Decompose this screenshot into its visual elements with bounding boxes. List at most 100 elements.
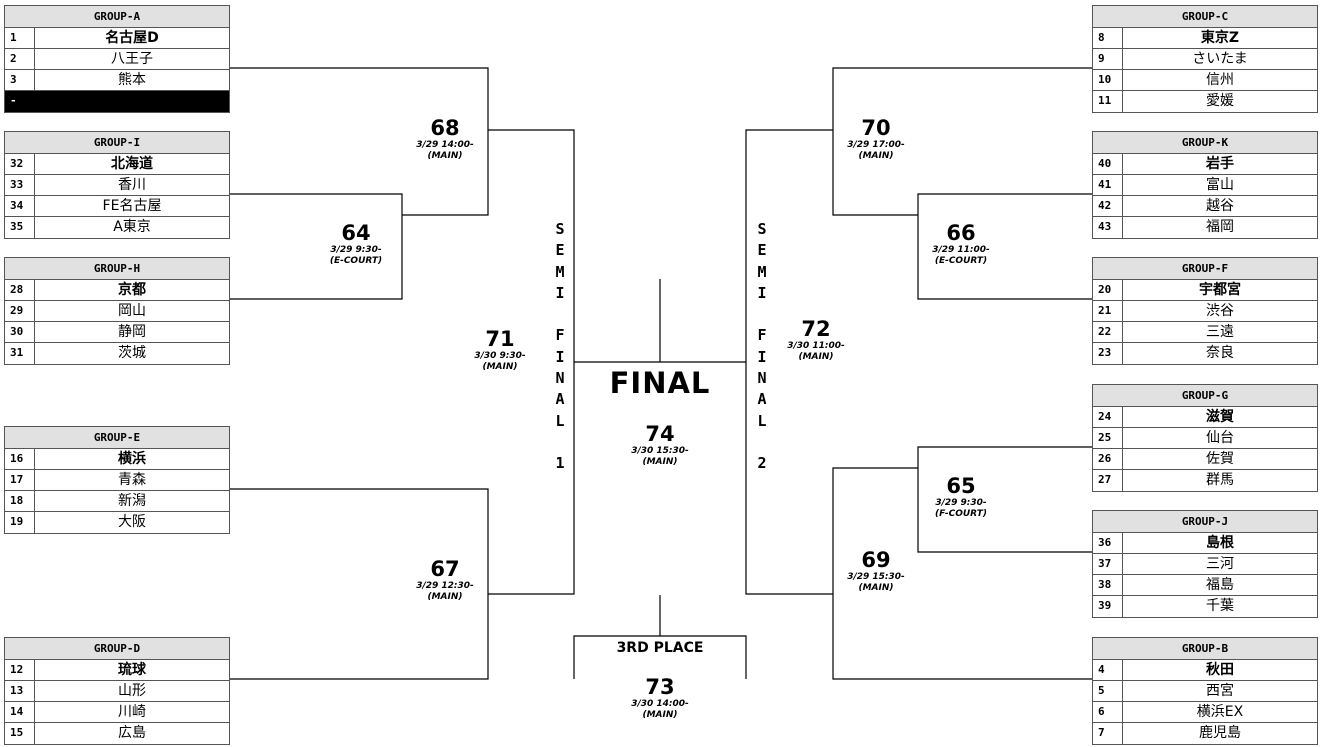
team-name: 千葉 (1206, 598, 1234, 614)
seed-number: 36 (1093, 533, 1123, 553)
table-row: 25 仙台 (1093, 428, 1317, 449)
game-number: 70 (861, 116, 891, 140)
team-name: 京都 (118, 282, 146, 298)
seed-number: 15 (5, 723, 35, 744)
semi-final-2-label: S E M I F I N A L 2 (757, 219, 766, 475)
game-66: 66 3/29 11:00- (E-COURT) (932, 221, 990, 267)
team-name: 岩手 (1206, 156, 1234, 172)
seed-number: 43 (1093, 217, 1123, 238)
game-number: 71 (485, 327, 515, 351)
team-name: 八王子 (111, 51, 153, 67)
game-date: 3/29 9:30- (935, 498, 987, 508)
table-row: 9 さいたま (1093, 49, 1317, 70)
team-name: 鹿児島 (1199, 725, 1241, 741)
game-number: 67 (430, 557, 460, 581)
semi2-letter: A (757, 390, 767, 409)
table-row: 3 熊本 (5, 70, 229, 91)
seed-number: 23 (1093, 343, 1123, 364)
seed-number: 9 (1093, 49, 1123, 69)
seed-number: 10 (1093, 70, 1123, 90)
team-name: 北海道 (111, 156, 153, 172)
game-number: 66 (946, 221, 976, 245)
table-row: 37 三河 (1093, 554, 1317, 575)
team-name: 東京Z (1200, 30, 1240, 46)
seed-number: 32 (5, 154, 35, 174)
group-title: GROUP-K (1093, 132, 1317, 154)
semi2-letter: L (757, 411, 767, 430)
game-number: 69 (861, 548, 891, 572)
semi2-letter: F (757, 326, 767, 345)
group-title: GROUP-J (1093, 511, 1317, 533)
game-70: 70 3/29 17:00- (MAIN) (847, 116, 905, 162)
semi1-letter: M (555, 262, 565, 281)
team-name: 三河 (1206, 556, 1234, 572)
seed-number: 5 (1093, 681, 1123, 701)
seed-number: 14 (5, 702, 35, 722)
team-name: さいたま (1192, 51, 1248, 67)
game-date: 3/29 9:30- (330, 245, 382, 255)
group-title: GROUP-C (1093, 6, 1317, 28)
team-name: 群馬 (1206, 472, 1234, 488)
team-name: 大阪 (118, 514, 146, 530)
seed-number: 22 (1093, 322, 1123, 342)
game-71: 71 3/30 9:30- (MAIN) (474, 327, 525, 373)
team-name: 横浜 (118, 451, 146, 467)
game-date: 3/30 15:30- (631, 446, 689, 456)
game-number: 68 (430, 116, 460, 140)
team-name: 新潟 (118, 493, 146, 509)
seed-number: 21 (1093, 301, 1123, 321)
team-name: 熊本 (118, 72, 146, 88)
game-68: 68 3/29 14:00- (MAIN) (416, 116, 474, 162)
team-name: 信州 (1206, 72, 1234, 88)
semi2-letter (757, 432, 766, 453)
team-name: 島根 (1206, 535, 1234, 551)
game-number: 72 (801, 317, 831, 341)
semi1-letter: I (555, 347, 565, 366)
game-venue: (MAIN) (482, 362, 518, 372)
seed-number: 3 (5, 70, 35, 90)
seed-number: 27 (1093, 470, 1123, 491)
seed-number: 28 (5, 280, 35, 300)
game-number: 65 (946, 474, 976, 498)
game-date: 3/30 14:00- (631, 699, 689, 709)
team-name: 青森 (118, 472, 146, 488)
game-number: 74 (645, 422, 675, 446)
semi1-letter: N (555, 369, 565, 388)
seed-number: 12 (5, 660, 35, 680)
game-number: 64 (341, 221, 371, 245)
team-name: 仙台 (1206, 430, 1234, 446)
semi1-letter (555, 304, 564, 325)
seed-number: 13 (5, 681, 35, 701)
group-title: GROUP-D (5, 638, 229, 660)
semi1-letter: A (555, 390, 565, 409)
table-row: 36 島根 (1093, 533, 1317, 554)
semi1-letter: S (555, 220, 565, 238)
group-title: GROUP-I (5, 132, 229, 154)
semi2-letter: M (757, 262, 767, 281)
seed-number: 11 (1093, 91, 1123, 112)
game-65: 65 3/29 9:30- (F-COURT) (935, 474, 987, 520)
seed-number: 25 (1093, 428, 1123, 448)
group-title: GROUP-A (5, 6, 229, 28)
team-name: 三遠 (1206, 324, 1234, 340)
seed-number: 37 (1093, 554, 1123, 574)
semi-final-1-label: S E M I F I N A L 1 (555, 219, 564, 475)
seed-number: 35 (5, 217, 35, 238)
seed-number: 2 (5, 49, 35, 69)
game-venue: (MAIN) (427, 151, 463, 161)
